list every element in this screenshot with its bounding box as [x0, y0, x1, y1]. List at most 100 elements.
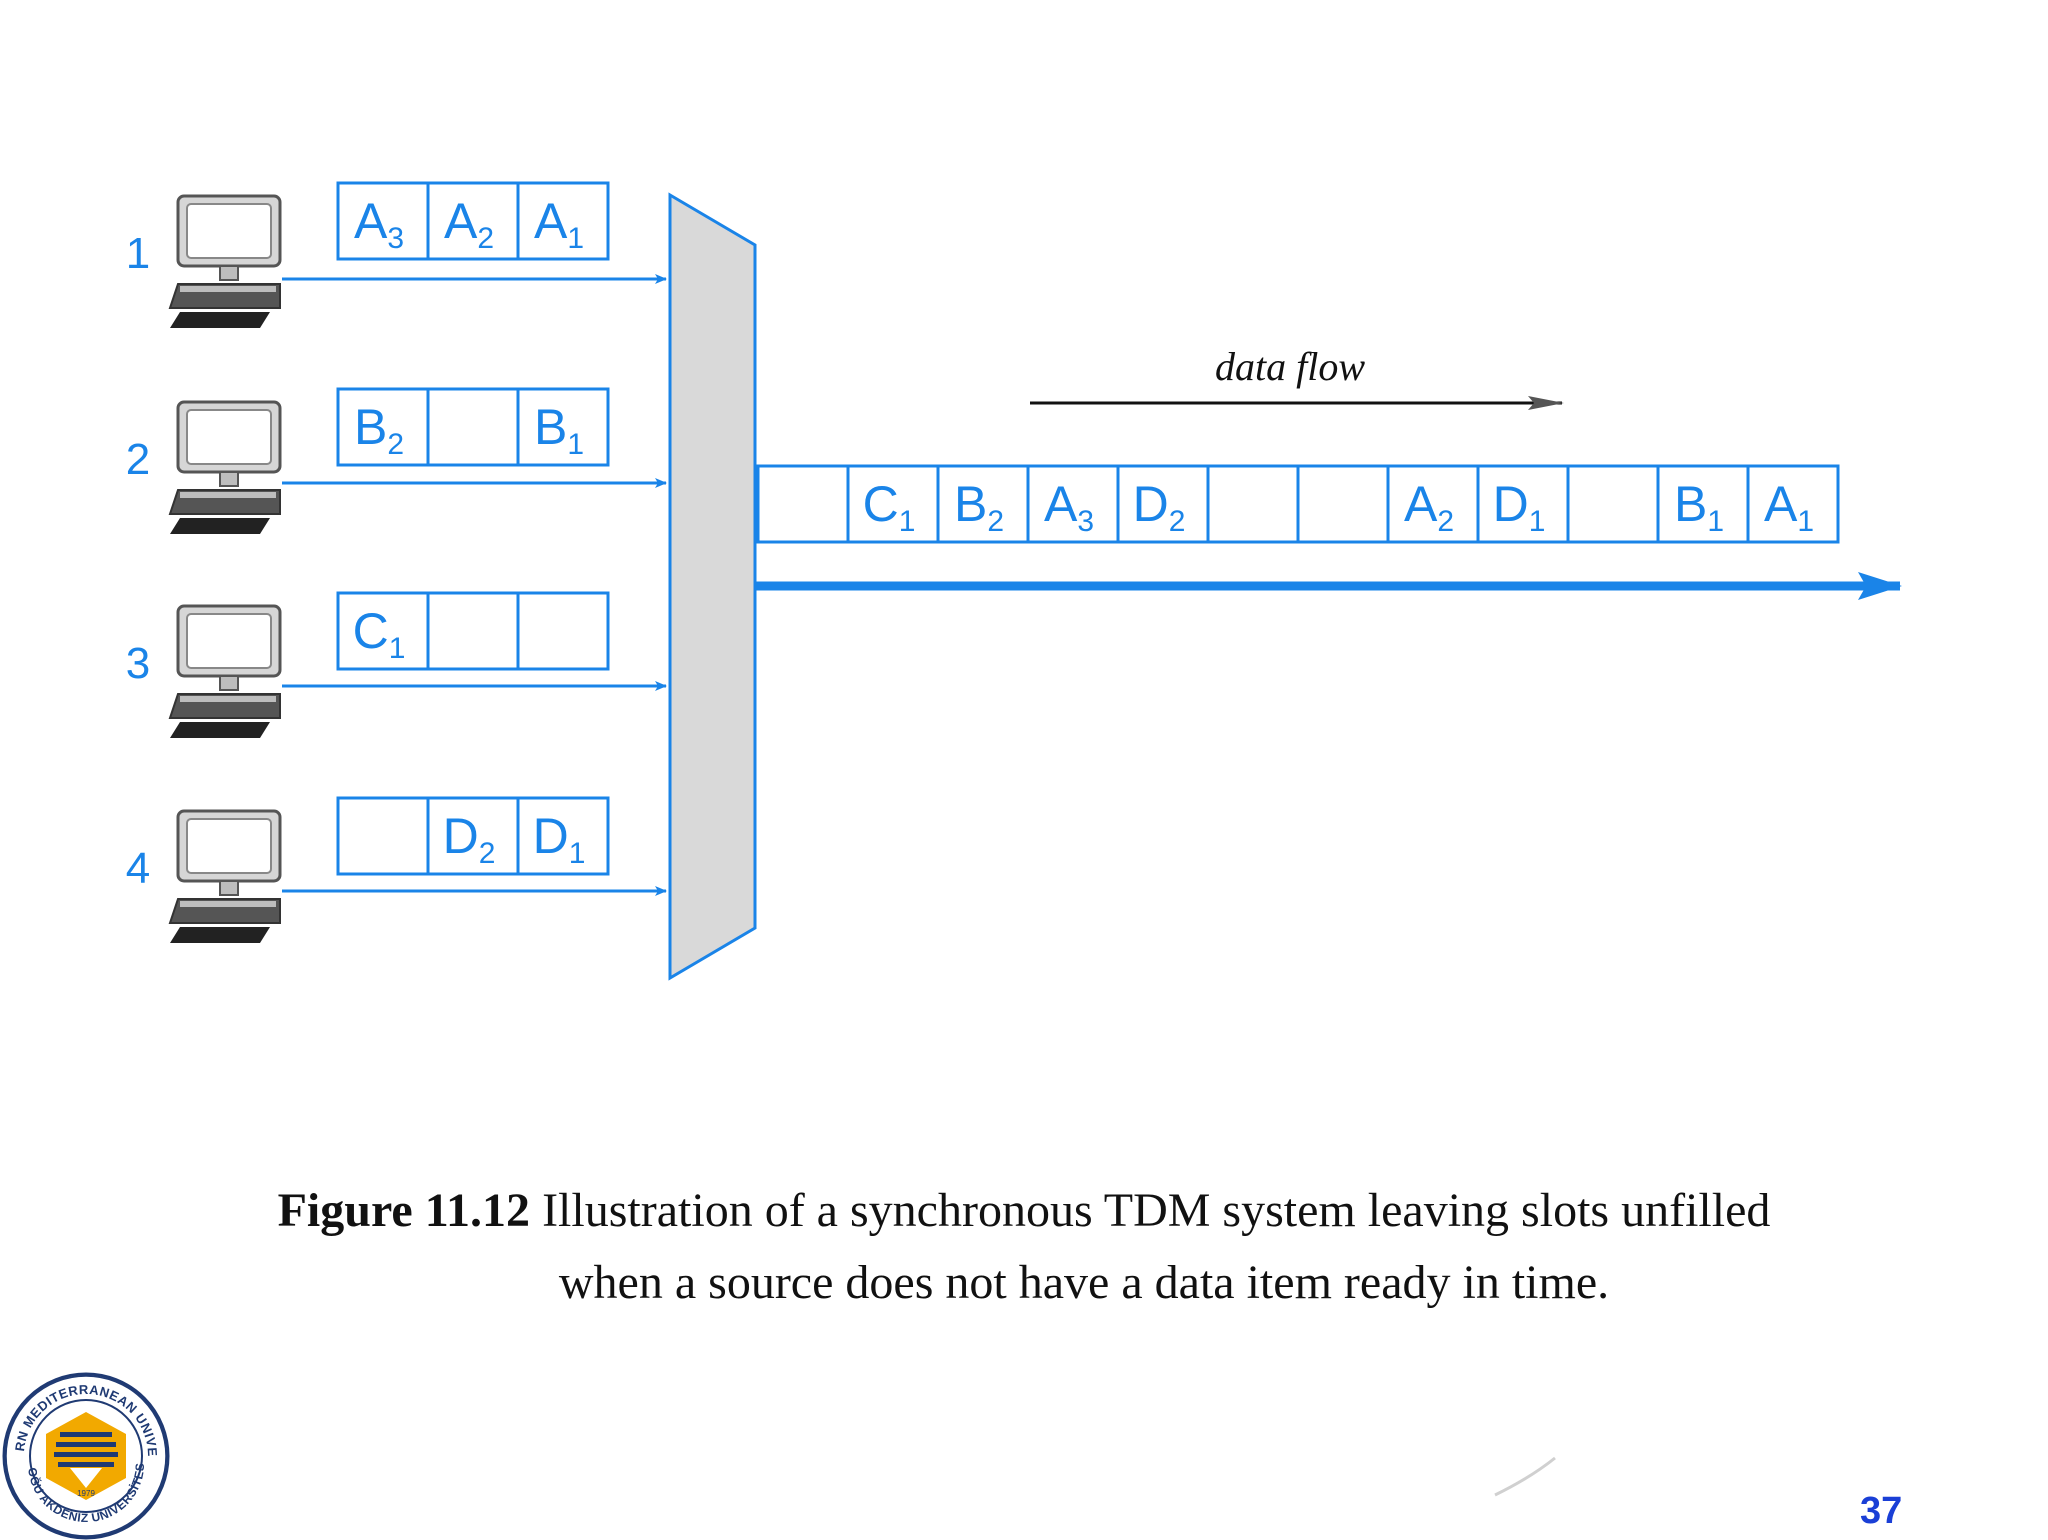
station-number-3: 3	[126, 639, 150, 688]
frame-slot-11-subscript: 1	[1707, 505, 1724, 538]
station-2-slot-3-subscript: 1	[567, 428, 584, 461]
station-1-slot-1-box	[336, 181, 430, 261]
computer-icon-4	[168, 809, 282, 943]
station-4-slot-1	[336, 796, 430, 876]
station-4-slot-3-box	[516, 796, 610, 876]
frame-slot-4: A3	[1026, 464, 1120, 544]
frame-slot-8-subscript: 2	[1437, 505, 1454, 538]
frame-slot-3-label: B2	[954, 476, 1004, 538]
station-4-slot-1-box	[336, 796, 430, 876]
frame-slot-10	[1566, 464, 1660, 544]
station-1-slot-3-subscript: 1	[567, 222, 584, 255]
computer-icon-1	[168, 194, 282, 328]
figure-number: Figure 11.12	[277, 1184, 531, 1237]
data-flow-label: data flow	[1215, 344, 1365, 389]
station-3-slot-2-box	[426, 591, 520, 671]
frame-slot-12: A1	[1746, 464, 1840, 544]
frame-slot-11-box	[1656, 464, 1750, 544]
station-3-slot-1-letter: C	[353, 603, 389, 659]
frame-slot-3-letter: B	[954, 476, 987, 532]
station-4-slot-2-subscript: 2	[479, 837, 496, 870]
frame-slot-4-box	[1026, 464, 1120, 544]
frame-slot-6	[1206, 464, 1300, 544]
logo-stripes	[54, 1432, 118, 1467]
station-3-slot-3	[516, 591, 610, 671]
station-4-slot-3-letter: D	[533, 808, 569, 864]
station-1-slot-2-label: A2	[444, 193, 494, 255]
station-3-slot-2	[426, 591, 520, 671]
page-number: 37	[1860, 1490, 1903, 1532]
logo-triangle	[70, 1468, 102, 1488]
multiplexer	[668, 192, 757, 981]
frame-slot-2-subscript: 1	[899, 505, 916, 538]
frame-slot-9-subscript: 1	[1529, 505, 1546, 538]
frame-slot-3: B2	[936, 464, 1030, 544]
station-4-slot-2-letter: D	[443, 808, 479, 864]
station-number-4: 4	[126, 844, 150, 893]
frame-slot-8-box	[1386, 464, 1480, 544]
station-1-slot-3-letter: A	[534, 193, 568, 249]
station-4-slot-2-label: D2	[443, 808, 496, 870]
station-1-slot-1-letter: A	[354, 193, 388, 249]
figure-caption: Figure 11.12 Illustration of a synchrono…	[0, 1175, 2048, 1319]
university-logo: EASTERN MEDITERRANEAN UNIVERSITY DOĞU AK…	[2, 1372, 170, 1540]
station-2-slot-3-letter: B	[534, 399, 567, 455]
frame-slot-5-letter: D	[1133, 476, 1169, 532]
frame-slot-1	[756, 464, 850, 544]
frame-slot-11: B1	[1656, 464, 1750, 544]
station-2-slot-3-label: B1	[534, 399, 584, 461]
station-2-slot-3-box	[516, 387, 610, 467]
station-1-slot-2: A2	[426, 181, 520, 261]
frame-slot-9-letter: D	[1493, 476, 1529, 532]
frame-slot-11-letter: B	[1674, 476, 1707, 532]
frame-slot-5-label: D2	[1133, 476, 1186, 538]
computer-icon-2	[168, 400, 282, 534]
frame-slot-2-label: C1	[863, 476, 916, 538]
station-2-slot-3: B1	[516, 387, 610, 467]
station-number-2: 2	[126, 435, 150, 484]
frame-slot-11-label: B1	[1674, 476, 1724, 538]
frame-slot-2-box	[846, 464, 940, 544]
station-3-slot-3-box	[516, 591, 610, 671]
frame-slot-9: D1	[1476, 464, 1570, 544]
station-2-slot-1: B2	[336, 387, 430, 467]
frame-slot-8: A2	[1386, 464, 1480, 544]
frame-slot-7	[1296, 464, 1390, 544]
station-2-slot-1-subscript: 2	[387, 428, 404, 461]
station-2-slot-1-box	[336, 387, 430, 467]
frame-slot-4-letter: A	[1044, 476, 1078, 532]
frame-slot-2-letter: C	[863, 476, 899, 532]
frame-slot-9-label: D1	[1493, 476, 1546, 538]
station-4-slot-2: D2	[426, 796, 520, 876]
stations: 1 2 3 4	[126, 194, 282, 943]
station-2-slot-1-letter: B	[354, 399, 387, 455]
frame-slot-1-box	[756, 464, 850, 544]
station-4-slot-3-subscript: 1	[569, 837, 586, 870]
station-1-slot-3: A1	[516, 181, 610, 261]
station-3-slot-1-label: C1	[353, 603, 406, 665]
frame-slot-2: C1	[846, 464, 940, 544]
frame-slot-4-subscript: 3	[1077, 505, 1094, 538]
frame-slot-3-box	[936, 464, 1030, 544]
station-2-slot-2	[426, 387, 520, 467]
frame-slot-12-label: A1	[1764, 476, 1814, 538]
frame-slot-12-letter: A	[1764, 476, 1798, 532]
frame-slot-3-subscript: 2	[987, 505, 1004, 538]
decorative-curve	[1494, 1456, 1556, 1497]
station-1-slot-2-box	[426, 181, 520, 261]
station-2-slot-2-box	[426, 387, 520, 467]
station-number-1: 1	[126, 229, 150, 278]
frame-slot-6-box	[1206, 464, 1300, 544]
frame-slot-5-subscript: 2	[1169, 505, 1186, 538]
frame-slot-12-box	[1746, 464, 1840, 544]
frame-slot-8-label: A2	[1404, 476, 1454, 538]
station-3-slot-1: C1	[336, 591, 430, 671]
station-1-slot-1-label: A3	[354, 193, 404, 255]
station-1-slot-3-box	[516, 181, 610, 261]
caption-line-1: Illustration of a synchronous TDM system…	[542, 1184, 1771, 1237]
frame-slot-10-box	[1566, 464, 1660, 544]
frame-slot-5: D2	[1116, 464, 1210, 544]
